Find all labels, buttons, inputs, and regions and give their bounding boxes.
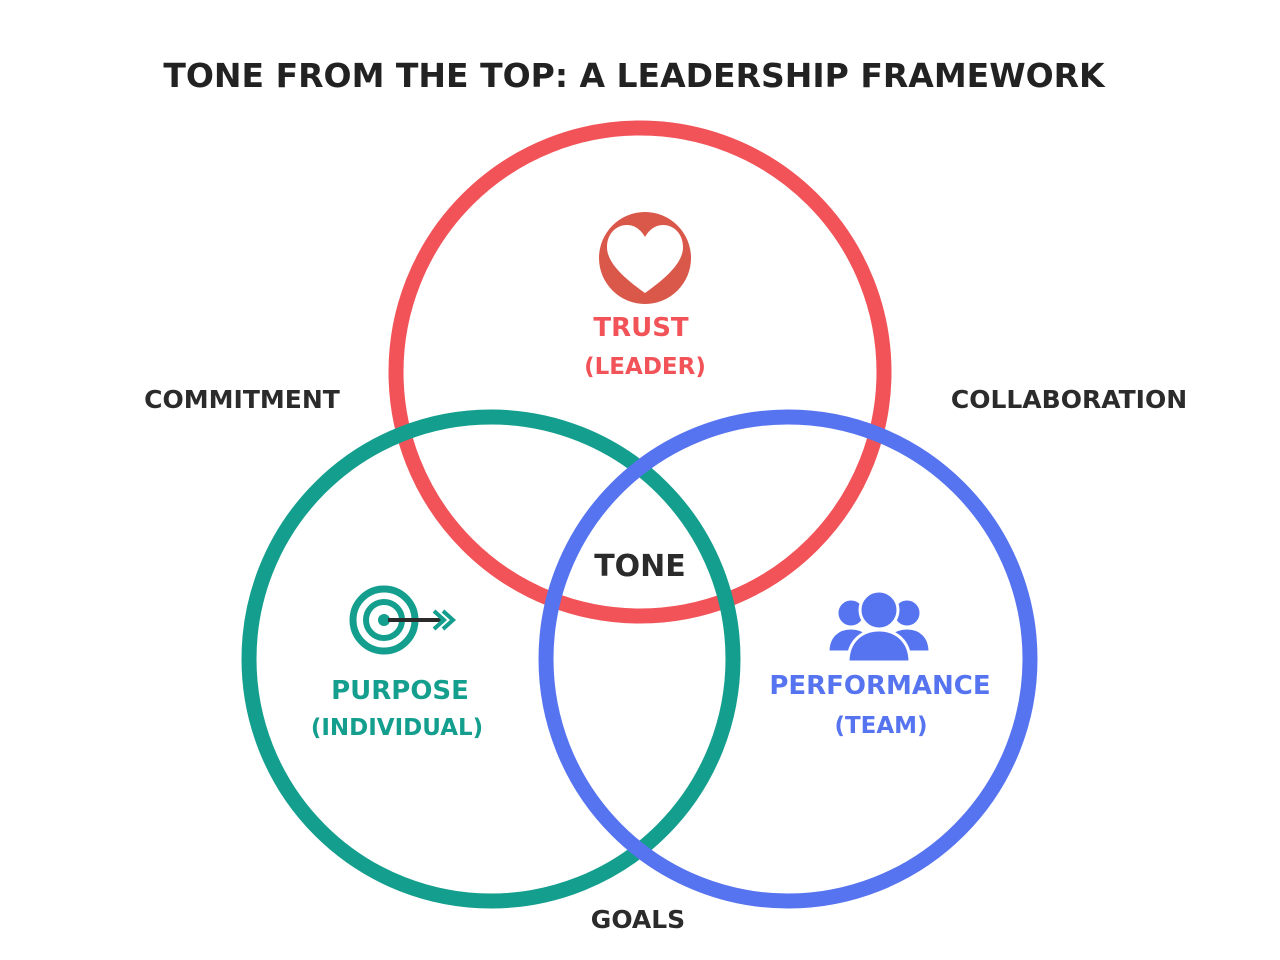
team-people-icon — [826, 589, 932, 664]
diagram-title: TONE FROM THE TOP: A LEADERSHIP FRAMEWOR… — [163, 56, 1106, 95]
performance-sublabel: (TEAM) — [834, 713, 927, 739]
heart-icon — [599, 212, 691, 304]
trust-sublabel: (LEADER) — [584, 354, 706, 380]
purpose-label: PURPOSE — [331, 676, 469, 706]
purpose-circle — [241, 409, 741, 909]
collaboration-label: COLLABORATION — [951, 385, 1187, 414]
trust-label: TRUST — [593, 313, 689, 343]
goals-label: GOALS — [591, 905, 685, 934]
trust-circle — [388, 120, 892, 624]
center-label: TONE — [594, 549, 686, 584]
performance-circle — [538, 409, 1038, 909]
performance-label: PERFORMANCE — [769, 671, 990, 701]
target-arrow-icon — [349, 585, 456, 655]
purpose-sublabel: (INDIVIDUAL) — [311, 715, 483, 741]
commitment-label: COMMITMENT — [144, 385, 340, 414]
